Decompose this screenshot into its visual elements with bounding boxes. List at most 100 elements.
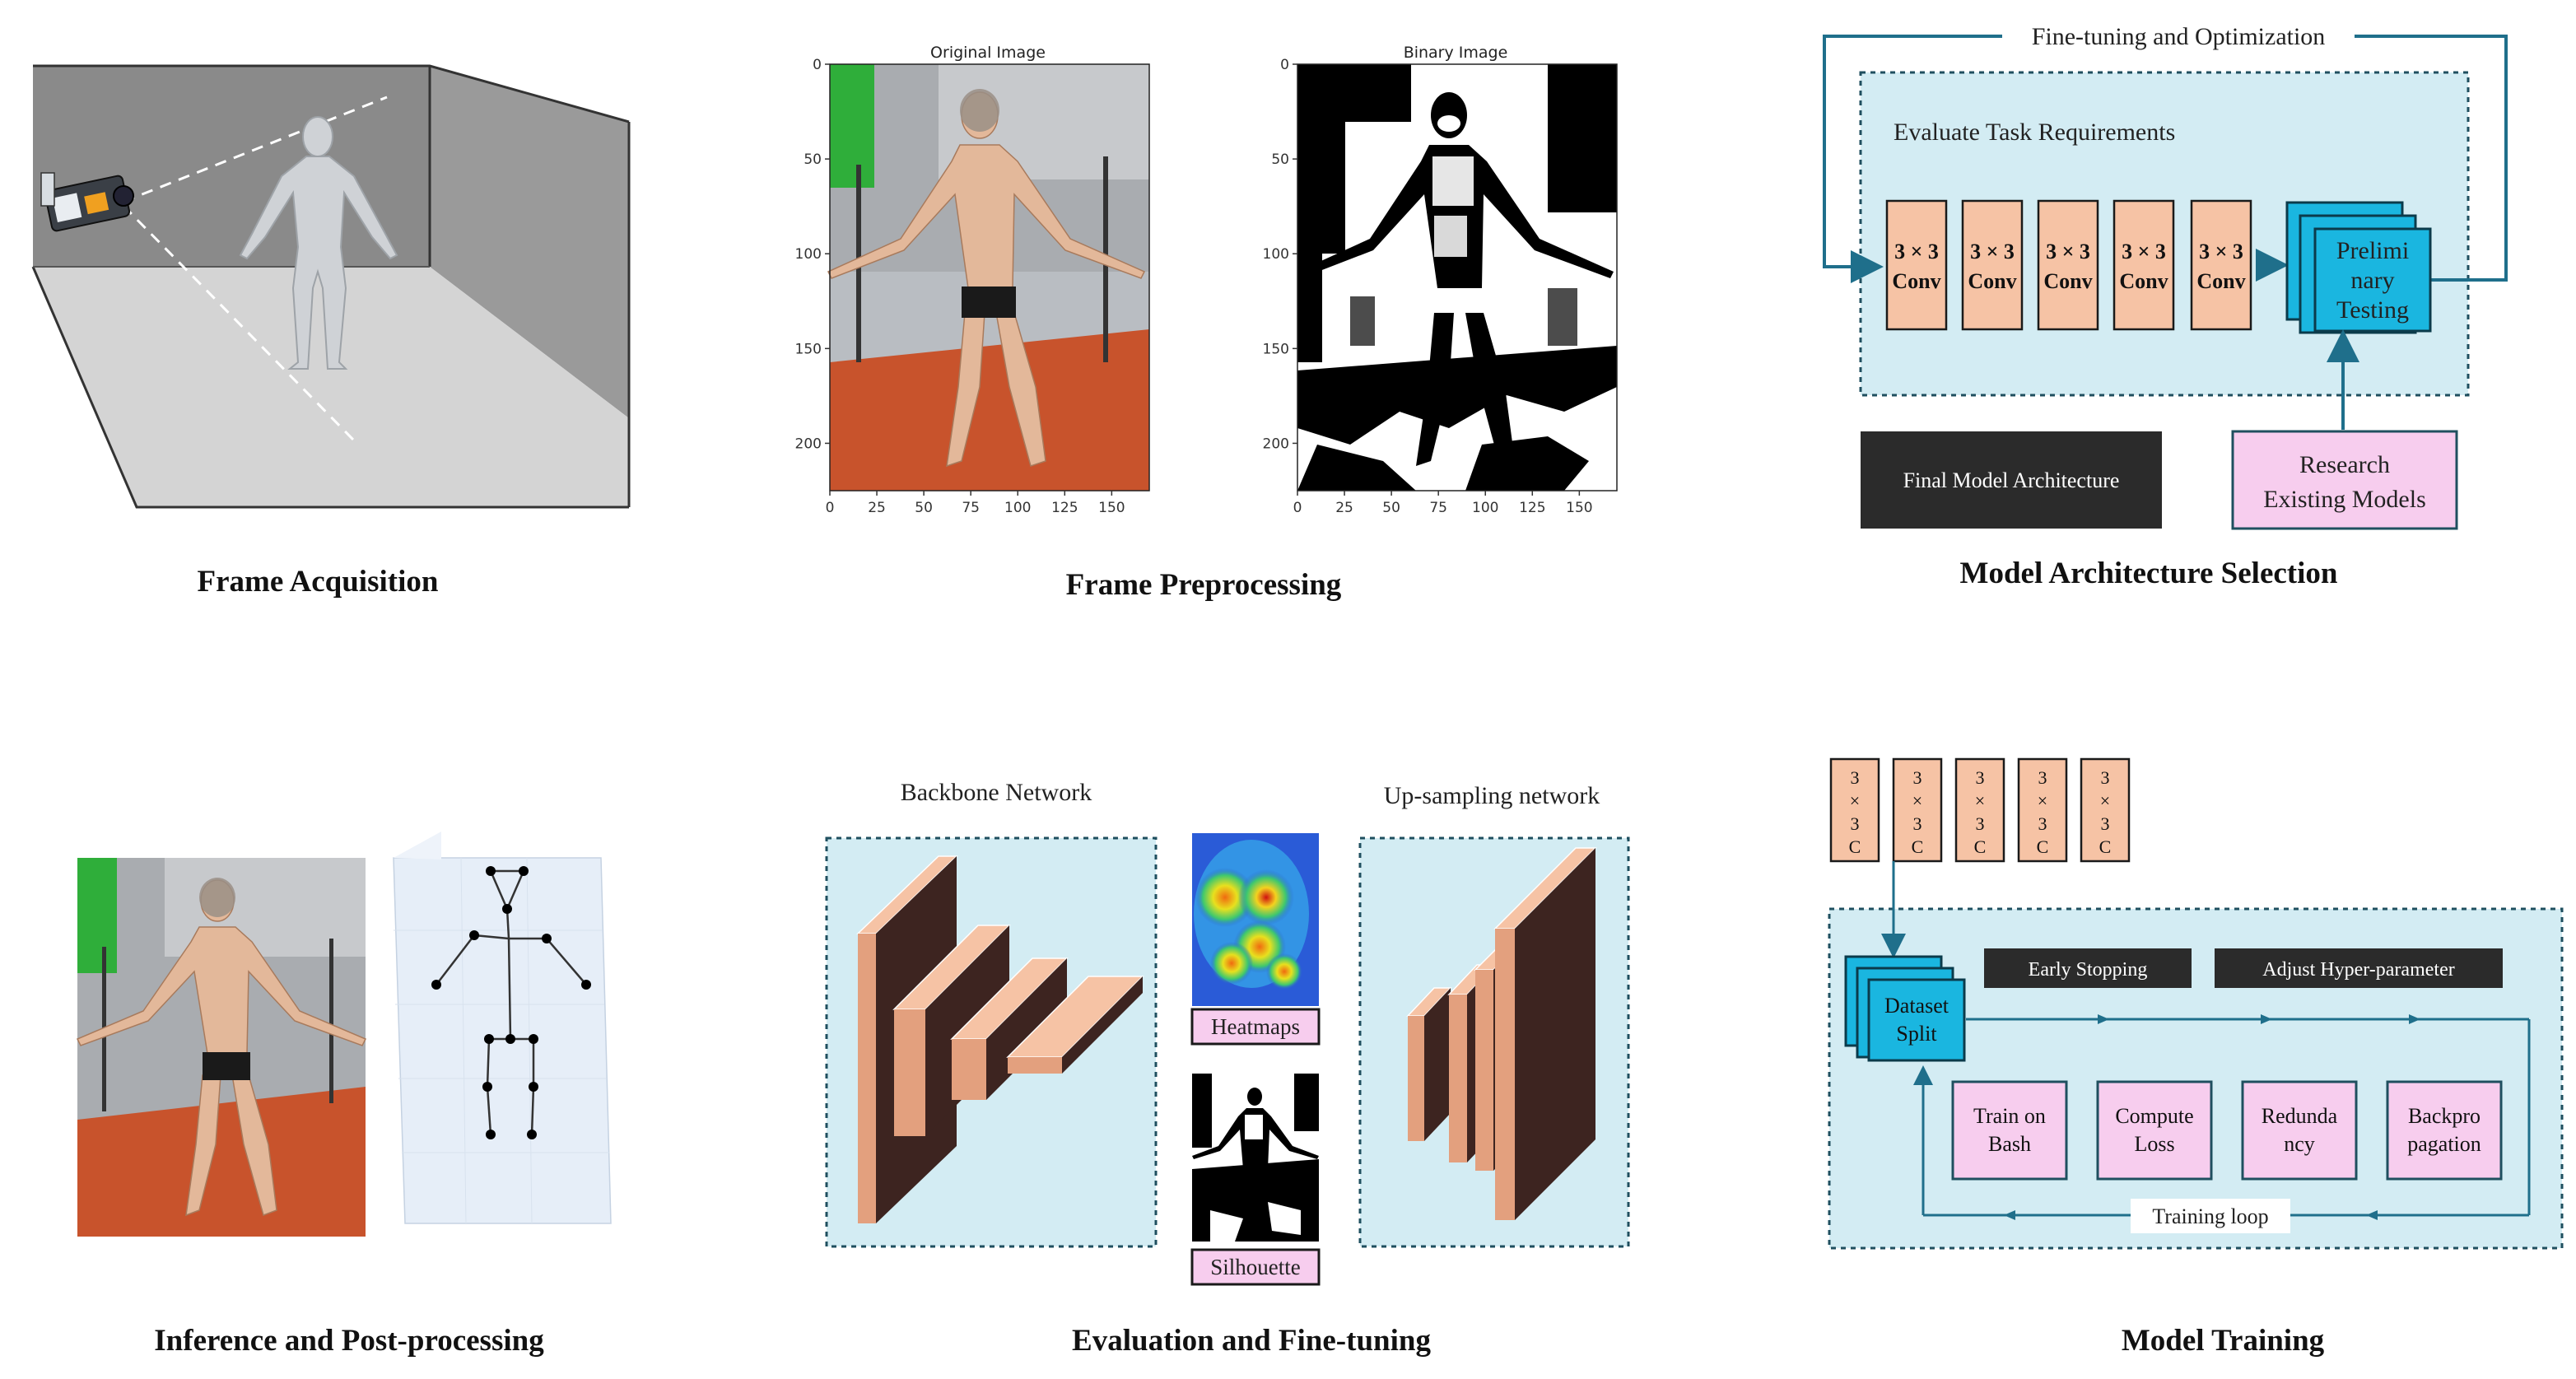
skeleton-3d-plot [393,832,612,1224]
training-step-label: pagation [2407,1132,2481,1156]
silhouette-image [1192,1074,1319,1242]
training-step-label: Loss [2134,1132,2174,1156]
evaluate-task-label: Evaluate Task Requirements [1894,119,2175,146]
early-stopping-label: Early Stopping [2029,959,2148,981]
training-conv-char: 3 [1913,767,1922,788]
original-image-y-tick: 150 [795,341,822,357]
caption-frame-acquisition: Frame Acquisition [198,565,439,599]
training-conv-char: C [1849,836,1861,857]
training-conv-char: × [1850,790,1860,811]
dataset-split-line-1: Dataset [1884,994,1949,1018]
training-conv-char: 3 [2038,767,2047,788]
training-conv-char: C [1912,836,1924,857]
conv-block-label-line-2: Conv [1968,269,2016,293]
binary-image-y-tick: 0 [1280,57,1289,73]
preliminary-testing-stack: Prelimi nary Testing [2285,201,2432,334]
preliminary-line-1: Prelimi [2336,237,2409,264]
preliminary-line-3: Testing [2336,296,2409,324]
binary-image-x-tick: 0 [1293,500,1302,516]
room-back-wall [33,66,430,267]
original-image-title: Original Image [930,44,1046,62]
preliminary-line-2: nary [2350,267,2394,294]
training-step-label: Backpro [2408,1104,2481,1128]
research-models-box [2231,430,2458,530]
training-conv-char: × [1912,790,1922,811]
training-step-label: Compute [2115,1104,2193,1128]
conv-block-label-line-1: 3 × 3 [2122,240,2166,263]
training-step-label: Bash [1988,1132,2031,1156]
silhouette-label-box [1190,1248,1321,1286]
original-image-x-tick: 75 [962,500,980,516]
research-line-1: Research [2299,451,2390,478]
training-conv-char: 3 [1851,767,1860,788]
binary-image-x-tick: 25 [1335,500,1353,516]
backbone-layer-stack [856,855,1144,1223]
original-image-x-tick: 100 [1004,500,1031,516]
caption-frame-preprocessing: Frame Preprocessing [1066,568,1342,602]
original-image-x-tick: 150 [1098,500,1125,516]
original-image-y-tick: 100 [795,246,822,263]
binary-image-x-tick: 75 [1429,500,1447,516]
binary-image-y-tick: 150 [1263,341,1289,357]
training-step-box [2096,1080,2213,1181]
binary-image-x-tick: 50 [1382,500,1400,516]
camera-view-ray-lower [122,204,356,442]
motion-capture-camera-icon [40,172,134,232]
training-conv-block [1954,757,2005,863]
conv-block-label-line-1: 3 × 3 [1970,240,2015,263]
original-image-x-tick: 25 [868,500,886,516]
training-step-label: Redunda [2262,1104,2338,1128]
training-conv-char: 3 [1913,813,1922,834]
training-conv-char: 3 [1851,813,1860,834]
conv-block [2037,199,2099,331]
camera-view-ray-upper [123,96,388,203]
training-conv-block [2080,757,2131,863]
training-conv-char: C [1974,836,1987,857]
conv-block [2113,199,2175,331]
heatmaps-label-box [1190,1008,1321,1046]
training-conv-block [1892,757,1943,863]
caption-evaluation: Evaluation and Fine-tuning [1072,1324,1431,1358]
training-step-box [1951,1080,2068,1181]
caption-model-training: Model Training [2122,1324,2325,1358]
training-step-box [2241,1080,2358,1181]
training-conv-block [1829,757,1880,863]
fine-tuning-loop-path-right [2355,35,2508,282]
room-right-wall [430,66,629,418]
heatmap-image [1192,833,1319,1006]
original-image-x-tick: 125 [1051,500,1078,516]
original-image [827,64,1149,491]
dataset-split-line-2: Split [1896,1022,1937,1046]
final-model-label: Final Model Architecture [1903,468,2120,492]
training-conv-char: × [1975,790,1985,811]
conv-block [1885,199,1948,331]
original-image-x-tick: 0 [826,500,835,516]
training-step-label: ncy [2284,1132,2315,1156]
conv-block-label-line-2: Conv [2119,269,2168,293]
training-conv-block [2017,757,2068,863]
fine-tuning-loop-path-left [1823,35,2002,283]
conv-block [2190,199,2252,331]
training-step-box [2386,1080,2503,1181]
inference-panel: Inference and Post-processing [76,832,612,1358]
conv-block-label-line-1: 3 × 3 [2046,240,2090,263]
original-image-y-tick: 0 [813,57,822,73]
binary-image-x-tick: 100 [1472,500,1498,516]
adjust-hyperparameter-box [2215,948,2503,988]
training-conv-char: 3 [1976,767,1985,788]
training-conv-char: C [2099,836,2112,857]
training-conv-char: × [2100,790,2110,811]
original-image-x-tick: 50 [915,500,933,516]
training-conv-char: × [2038,790,2047,811]
evaluation-panel: Backbone Network Up-sampling network [825,779,1630,1358]
model-training-panel: 3×3C3×3C3×3C3×3C3×3C Dataset Split Early… [1828,757,2564,1358]
early-stopping-box [1984,948,2192,988]
conv-block-label-line-2: Conv [1892,269,1940,293]
upsampling-network-label: Up-sampling network [1384,782,1600,809]
training-conv-char: 3 [2101,767,2110,788]
preliminary-testing-box [2313,227,2432,333]
